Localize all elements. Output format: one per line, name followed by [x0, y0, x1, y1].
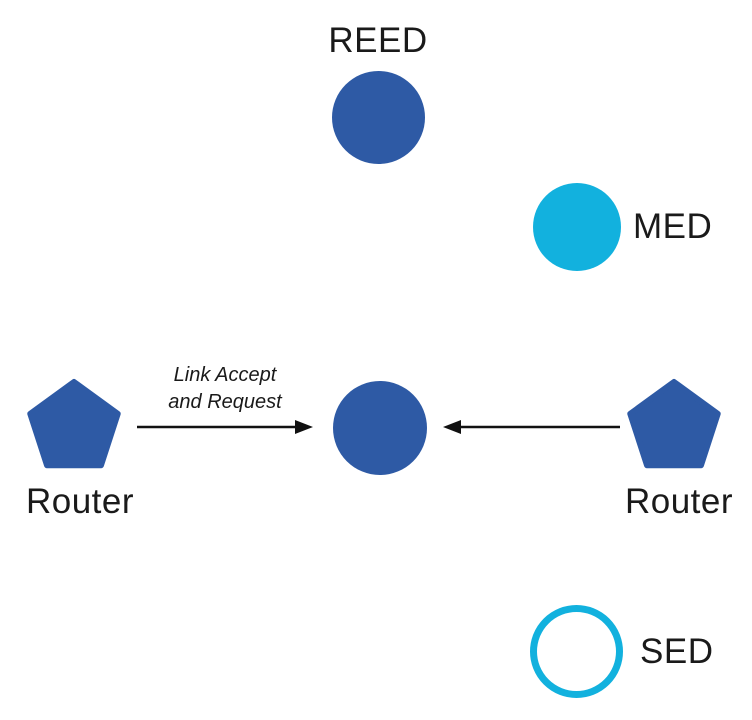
- reed-node-label: REED: [328, 21, 428, 60]
- sed-node-circle: [530, 605, 623, 698]
- edge-left-label: Link Accept and Request: [168, 364, 282, 413]
- edge-right-arrowhead-icon: [443, 420, 461, 434]
- med-node-label: MED: [633, 207, 713, 246]
- router-left-pentagon-icon: [27, 379, 121, 469]
- router-left-label: Router: [25, 482, 135, 521]
- router-right-label: Router: [624, 482, 734, 521]
- reed-node-circle: [332, 71, 425, 164]
- sed-node-label: SED: [640, 632, 714, 671]
- router-right-pentagon-icon: [627, 379, 721, 469]
- center-node-circle: [333, 381, 427, 475]
- med-node-circle: [533, 183, 621, 271]
- edge-left-arrowhead-icon: [295, 420, 313, 434]
